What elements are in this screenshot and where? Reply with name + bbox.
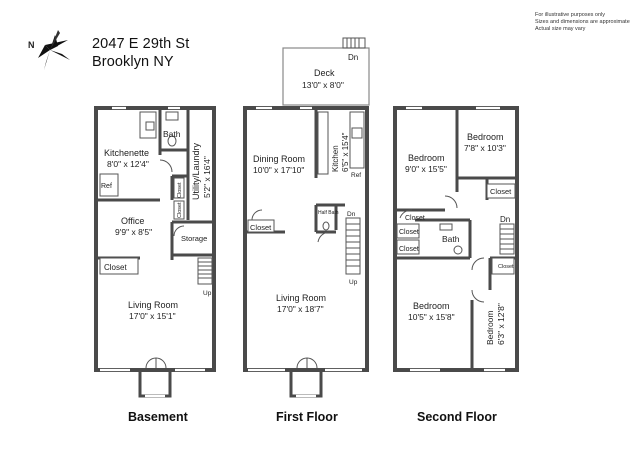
disclaimer-line: For illustrative purposes only bbox=[535, 12, 606, 18]
bedroom-c-label: Bedroom bbox=[413, 301, 450, 311]
address-line-2: Brooklyn NY bbox=[92, 54, 174, 70]
kitchenette-dims: 8'0" x 12'4" bbox=[107, 159, 149, 169]
basement-outer-wall bbox=[94, 106, 216, 372]
deck-stairs bbox=[342, 37, 366, 49]
disclaimer-line: Actual size may vary bbox=[535, 26, 586, 32]
first-floor-stairs-up-label: Up bbox=[349, 279, 358, 286]
compass-north-label: N bbox=[28, 40, 35, 50]
second-floor-plan: Bedroom 7'8" x 10'3" Bedroom 9'0" x 15'5… bbox=[393, 106, 519, 372]
basement-stairs bbox=[197, 257, 213, 285]
disclaimer-line: Sizes and dimensions are approximate bbox=[535, 19, 630, 25]
second-floor-closet-c-label: Closet bbox=[399, 246, 419, 253]
bedroom-b-label: Bedroom bbox=[408, 153, 445, 163]
first-floor-stairs bbox=[345, 217, 361, 275]
dining-dims: 10'0" x 17'10" bbox=[253, 165, 304, 175]
first-floor-living-dims: 17'0" x 18'7" bbox=[277, 304, 324, 314]
utility-dims: 5'2" x 16'4" bbox=[202, 156, 212, 198]
basement-plan: Kitchenette 8'0" x 12'4" Bath Utility/La… bbox=[94, 106, 216, 398]
basement-bath-label: Bath bbox=[163, 129, 181, 139]
second-floor-closet-d-label: Closet bbox=[498, 264, 514, 270]
utility-label: Utility/Laundry bbox=[191, 142, 201, 200]
storage-label: Storage bbox=[181, 234, 207, 243]
basement-closet-a-label: Closet bbox=[177, 182, 183, 198]
bedroom-d-label: Bedroom bbox=[485, 311, 495, 346]
basement-closet-b bbox=[173, 200, 185, 220]
bedroom-a-dims: 7'8" x 10'3" bbox=[464, 143, 506, 153]
second-floor-closet-d bbox=[491, 257, 515, 275]
second-floor-bath-label: Bath bbox=[442, 234, 460, 244]
address-line-1: 2047 E 29th St bbox=[92, 36, 190, 52]
basement-closet-b-label: Closet bbox=[177, 202, 183, 218]
compass-icon: N bbox=[28, 30, 70, 70]
dining-label: Dining Room bbox=[253, 154, 305, 164]
second-floor-closet-c bbox=[396, 239, 420, 255]
second-floor-closet-b bbox=[396, 223, 420, 239]
office-dims: 9'9" x 8'5" bbox=[115, 227, 152, 237]
second-floor-stairs bbox=[499, 223, 515, 255]
first-floor-plan: Deck 13'0" x 8'0" Dn Dining Room 10'0" x… bbox=[243, 37, 370, 398]
first-floor-closet bbox=[247, 219, 275, 233]
bedroom-c-dims: 10'5" x 15'8" bbox=[408, 312, 455, 322]
basement-closet-main-label: Closet bbox=[104, 263, 127, 272]
second-floor-closet-a bbox=[486, 183, 516, 199]
half-bath-label: Half Bath bbox=[318, 210, 339, 216]
office-label: Office bbox=[121, 216, 144, 226]
second-floor-closet-e-label: Closet bbox=[405, 215, 425, 222]
first-floor-ref-label: Ref bbox=[351, 172, 361, 179]
kitchenette-label: Kitchenette bbox=[104, 148, 149, 158]
basement-stairs-up-label: Up bbox=[203, 290, 212, 297]
disclaimer: For illustrative purposes only Sizes and… bbox=[535, 12, 630, 33]
first-floor-closet-label: Closet bbox=[250, 223, 272, 232]
second-floor-stairs-label: Dn bbox=[500, 215, 510, 224]
basement-living-label: Living Room bbox=[128, 300, 178, 310]
floor-label-first: First Floor bbox=[276, 410, 338, 424]
basement-ref-label: Ref bbox=[101, 183, 112, 190]
deck-stairs-label: Dn bbox=[348, 53, 358, 62]
kitchen-dims: 6'5" x 15'4" bbox=[341, 132, 350, 172]
deck-dims: 13'0" x 8'0" bbox=[302, 80, 344, 90]
basement-closet-a bbox=[173, 177, 185, 199]
first-floor-living-label: Living Room bbox=[276, 293, 326, 303]
bedroom-d-dims: 6'3" x 12'8" bbox=[496, 303, 506, 345]
basement-living-dims: 17'0" x 15'1" bbox=[129, 311, 176, 321]
second-floor-closet-a-label: Closet bbox=[490, 187, 512, 196]
bedroom-a-label: Bedroom bbox=[467, 132, 504, 142]
deck bbox=[282, 47, 370, 106]
floor-label-second: Second Floor bbox=[417, 410, 497, 424]
kitchen-label: Kitchen bbox=[331, 145, 340, 172]
basement-closet-main bbox=[99, 257, 139, 275]
floor-label-basement: Basement bbox=[128, 410, 188, 424]
deck-label: Deck bbox=[314, 68, 335, 78]
first-floor-stairs-dn-label: Dn bbox=[347, 211, 356, 218]
second-floor-closet-b-label: Closet bbox=[399, 229, 419, 236]
bedroom-b-dims: 9'0" x 15'5" bbox=[405, 164, 447, 174]
